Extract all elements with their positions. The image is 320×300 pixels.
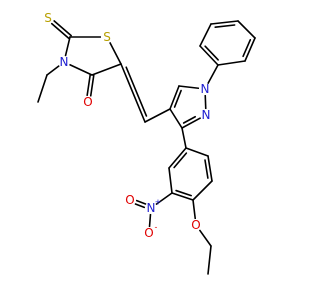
bond-c4p-c5p-inner xyxy=(173,89,182,108)
atom-n2-pyrazole: N xyxy=(200,108,212,122)
bond-n2-c3p xyxy=(181,117,202,129)
atom-symbol: O xyxy=(125,193,134,207)
bond-ph3-ph4-inner xyxy=(214,24,236,28)
bond-c4-o4-a xyxy=(86,73,92,97)
atom-n-thiazolidine: N xyxy=(58,55,70,69)
atom-symbol: N xyxy=(60,55,69,69)
bond-c3p-ar1 xyxy=(181,127,187,149)
atom-symbol: N xyxy=(201,82,210,96)
bond-ce1-ce2 xyxy=(207,245,212,275)
atom-label-background xyxy=(42,12,54,24)
bonds-layer xyxy=(37,20,256,275)
atom-charge: + xyxy=(155,198,162,207)
bond-c5-ch xyxy=(120,63,146,123)
atom-label-background xyxy=(101,31,113,43)
atom-s-thione: S xyxy=(42,11,54,25)
atom-o-carbonyl: O xyxy=(82,95,94,109)
atom-symbol: O xyxy=(83,95,92,109)
bond-ar4-ar5 xyxy=(192,180,213,201)
bond-et1-et2 xyxy=(37,74,48,103)
atom-label-background xyxy=(190,219,202,231)
atom-label-background xyxy=(200,109,212,121)
bond-oe-ce1 xyxy=(198,229,212,247)
bond-ar3-nn xyxy=(155,192,173,206)
bond-nn-on1-b xyxy=(134,203,146,209)
bond-ar1-ar2-inner xyxy=(173,152,188,169)
bond-nn-on1-a xyxy=(135,199,147,205)
bond-ar6-ar1 xyxy=(185,147,209,157)
bond-ph4-ph5 xyxy=(237,20,256,39)
bond-ar3-ar4-inner xyxy=(175,189,192,197)
bond-s_thione-c2-b xyxy=(53,20,72,37)
atom-o-nitro-double: O xyxy=(124,193,136,207)
bond-c4-o4-b xyxy=(89,74,95,97)
atom-symbol: S xyxy=(44,11,52,25)
bond-ar5-ar6 xyxy=(207,155,213,182)
bond-n2-c3p-inner xyxy=(182,115,197,124)
atom-s-ring: S xyxy=(101,30,113,44)
atom-label-background xyxy=(199,83,211,95)
bond-c5p-n1 xyxy=(178,85,200,90)
atom-charge: - xyxy=(155,223,158,232)
atom-o-nitro-single: O- xyxy=(143,223,158,240)
atom-symbol: N xyxy=(147,201,156,215)
bond-ar1-ar2 xyxy=(168,147,187,169)
atom-symbol: S xyxy=(103,30,111,44)
bond-ar4-oe xyxy=(192,199,197,220)
atom-n1-pyrazole: N xyxy=(199,82,211,96)
atom-o-ether: O xyxy=(190,218,202,232)
atom-symbol: O xyxy=(191,218,200,232)
bond-ph1-ph2-inner xyxy=(204,45,219,61)
bond-ph5-ph6-inner xyxy=(242,38,252,58)
bond-c5-ch-second xyxy=(125,66,148,117)
atom-symbol: O xyxy=(144,226,153,240)
atom-n-nitro: N+ xyxy=(145,198,162,215)
bond-ph6-ph1 xyxy=(217,60,246,66)
bond-s_thione-c2-a xyxy=(50,22,70,40)
atom-label-background xyxy=(143,227,155,239)
bond-nn-on2 xyxy=(148,213,152,228)
atom-label-background xyxy=(58,56,70,68)
bond-ph3-ph4 xyxy=(210,20,239,25)
bond-ph1-ph2 xyxy=(199,45,219,66)
bond-ph5-ph6 xyxy=(244,37,256,62)
bond-ch-c4p xyxy=(144,108,171,123)
bond-ph2-ph3 xyxy=(199,23,212,47)
bond-c4p-c5p xyxy=(169,85,180,110)
bond-n1-ph1 xyxy=(207,64,219,85)
bond-c4-c5 xyxy=(91,63,122,76)
atom-label-background xyxy=(124,194,136,206)
bond-n3-et1 xyxy=(46,65,60,76)
bond-n3-c4 xyxy=(69,63,93,76)
bond-c5-s1 xyxy=(109,41,122,65)
bond-n1-n2 xyxy=(204,94,207,110)
bond-c3p-c4p xyxy=(169,108,183,129)
bond-ar3-ar4 xyxy=(171,192,194,201)
bond-c2-n3 xyxy=(64,36,71,57)
atom-label-background xyxy=(82,96,94,108)
bond-ar2-ar3 xyxy=(168,167,173,194)
atom-label-background xyxy=(145,202,157,214)
bond-ar5-ar6-inner xyxy=(204,159,209,179)
atom-symbol: N xyxy=(202,108,211,122)
